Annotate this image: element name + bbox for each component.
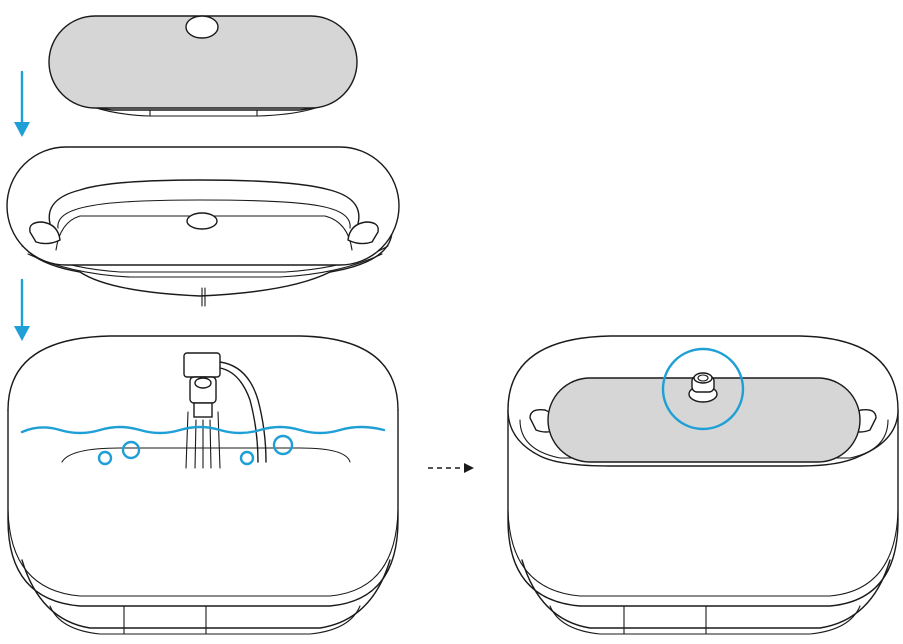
bubble-icon <box>97 450 113 466</box>
lid-center-hole <box>185 15 219 39</box>
bubble-icon <box>272 434 294 456</box>
top-tray-part <box>6 146 400 307</box>
dashed-right-arrow-icon <box>428 463 474 473</box>
water-tank-part <box>7 335 399 635</box>
bubble-icon <box>239 450 255 466</box>
lid-part <box>48 15 358 117</box>
bubble-icon <box>121 440 141 460</box>
assembled-fountain <box>507 335 899 635</box>
down-arrow-icon <box>14 70 30 137</box>
down-arrow-icon <box>14 278 30 341</box>
tray-center-hole <box>186 212 218 230</box>
highlight-circle-icon <box>661 347 745 431</box>
pump-assembly <box>183 352 267 469</box>
